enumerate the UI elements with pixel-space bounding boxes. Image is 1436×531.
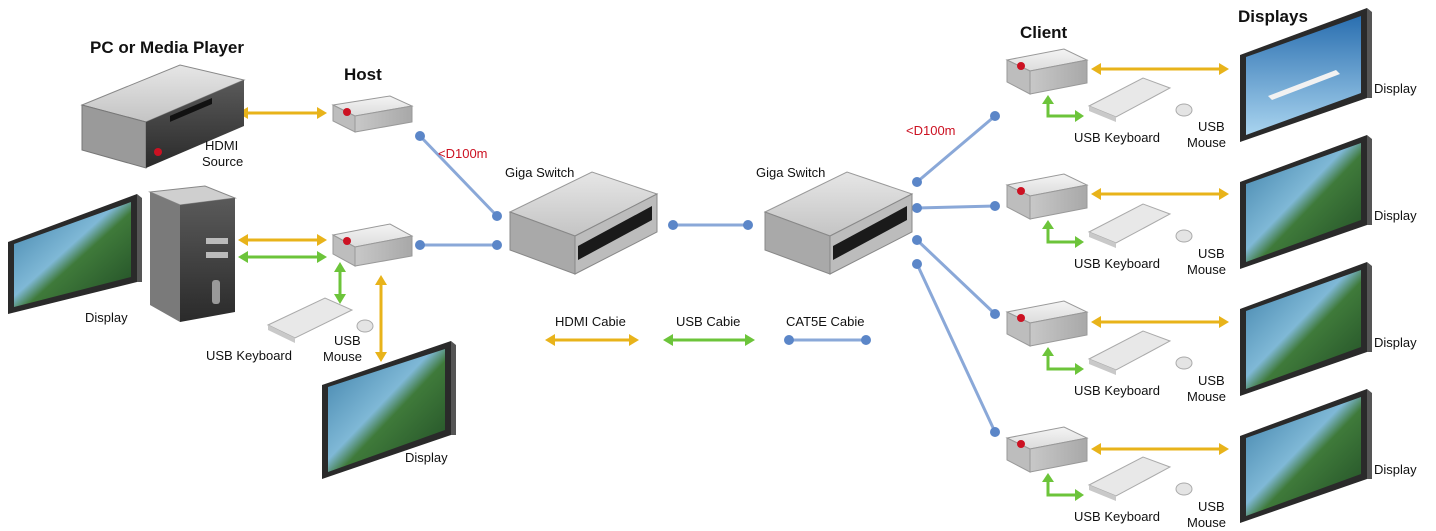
pc-tower [148, 185, 237, 322]
client-3-mouse-label-2: Mouse [1187, 389, 1226, 404]
client-mouse-3 [1175, 356, 1193, 370]
hdmi-source-label: HDMI [205, 138, 238, 153]
client-keyboard-1 [1087, 77, 1172, 122]
giga-switch-right [763, 171, 914, 275]
title-displays: Displays [1238, 7, 1308, 26]
client-device-2 [1005, 173, 1089, 220]
usb-client-1 [1046, 100, 1078, 118]
hdmi-source-label-2: Source [202, 154, 243, 169]
usb-arrowheads [238, 95, 1084, 501]
giga-switch-left-label: Giga Switch [505, 165, 574, 180]
legend-cat5e: CAT5E Cabie [784, 314, 871, 345]
title-host: Host [344, 65, 382, 84]
cat5e-cables [418, 114, 997, 433]
client-2-keyboard-label: USB Keyboard [1074, 256, 1160, 271]
brand-logo-icon [1017, 314, 1025, 322]
client-keyboard-3 [1087, 330, 1172, 375]
client-mouse-1 [1175, 103, 1193, 117]
brand-logo-icon [1017, 62, 1025, 70]
client-mouse-2 [1175, 229, 1193, 243]
cat5e-switch-to-client-2 [916, 204, 996, 210]
brand-logo-icon [343, 108, 351, 116]
cat5e-switch-to-client-1 [916, 114, 996, 184]
usb-client-4 [1046, 478, 1078, 497]
client-3-display-label: Display [1374, 335, 1417, 350]
client-1-display-label: Display [1374, 81, 1417, 96]
client-1-keyboard-label: USB Keyboard [1074, 130, 1160, 145]
media-player-device [80, 64, 246, 169]
client-display-1 [1240, 8, 1372, 142]
left-keyboard [266, 297, 354, 343]
client-3-mouse-label: USB [1198, 373, 1225, 388]
client-4-mouse-label-2: Mouse [1187, 515, 1226, 530]
client-4-keyboard-label: USB Keyboard [1074, 509, 1160, 524]
client-4-display-label: Display [1374, 462, 1417, 477]
legend-cat5e-label: CAT5E Cabie [786, 314, 865, 329]
client-3-keyboard-label: USB Keyboard [1074, 383, 1160, 398]
client-group-2: USB Keyboard USB Mouse Display [1005, 135, 1417, 277]
client-2-display-label: Display [1374, 208, 1417, 223]
client-device-1 [1005, 48, 1089, 95]
client-group-4: USB Keyboard USB Mouse Display [1005, 389, 1417, 530]
client-2-mouse-label-2: Mouse [1187, 262, 1226, 277]
host-device-top [331, 95, 414, 133]
brand-logo-icon [1017, 440, 1025, 448]
legend: HDMI Cabie USB Cabie CAT5E Cabie [545, 314, 871, 346]
cat5e-host-top-to-switch [418, 134, 499, 218]
cat5e-switch-to-client-4 [915, 263, 997, 433]
distance-label-right: <D100m [906, 123, 956, 138]
giga-switch-left [508, 171, 659, 275]
left-display-label: Display [85, 310, 128, 325]
client-mouse-4 [1175, 482, 1193, 496]
title-pc-media-player: PC or Media Player [90, 38, 244, 57]
left-mouse [356, 319, 374, 333]
left-keyboard-label: USB Keyboard [206, 348, 292, 363]
usb-client-2 [1046, 225, 1078, 244]
client-keyboard-2 [1087, 203, 1172, 248]
client-keyboard-4 [1087, 456, 1172, 501]
legend-usb-label: USB Cabie [676, 314, 740, 329]
title-client: Client [1020, 23, 1068, 42]
left-display [8, 194, 142, 314]
client-4-mouse-label: USB [1198, 499, 1225, 514]
giga-switch-right-label: Giga Switch [756, 165, 825, 180]
left-mouse-label: USB [334, 333, 361, 348]
cat5e-switch-to-client-3 [915, 238, 997, 316]
client-display-2 [1240, 135, 1372, 269]
brand-logo-icon [1017, 187, 1025, 195]
airplane-icon [1268, 70, 1340, 100]
legend-usb: USB Cabie [663, 314, 755, 346]
left-mouse-label-2: Mouse [323, 349, 362, 364]
client-1-mouse-label-2: Mouse [1187, 135, 1226, 150]
client-1-mouse-label: USB [1198, 119, 1225, 134]
hdmi-cables [245, 67, 1222, 451]
client-device-4 [1005, 426, 1089, 473]
cat5e-cable-ends [415, 111, 1000, 437]
brand-logo-icon [343, 237, 351, 245]
bottom-display [322, 341, 456, 479]
client-group-1: USB Keyboard USB Mouse Display [1005, 8, 1417, 150]
client-display-3 [1240, 262, 1372, 396]
host-device-bottom [331, 223, 414, 267]
usb-cables [245, 100, 1078, 497]
client-2-mouse-label: USB [1198, 246, 1225, 261]
client-display-4 [1240, 389, 1372, 523]
usb-client-3 [1046, 352, 1078, 371]
legend-hdmi: HDMI Cabie [545, 314, 639, 346]
distance-label-left: <D100m [438, 146, 488, 161]
client-group-3: USB Keyboard USB Mouse Display [1005, 262, 1417, 404]
legend-hdmi-label: HDMI Cabie [555, 314, 626, 329]
client-device-3 [1005, 300, 1089, 347]
bottom-display-label: Display [405, 450, 448, 465]
